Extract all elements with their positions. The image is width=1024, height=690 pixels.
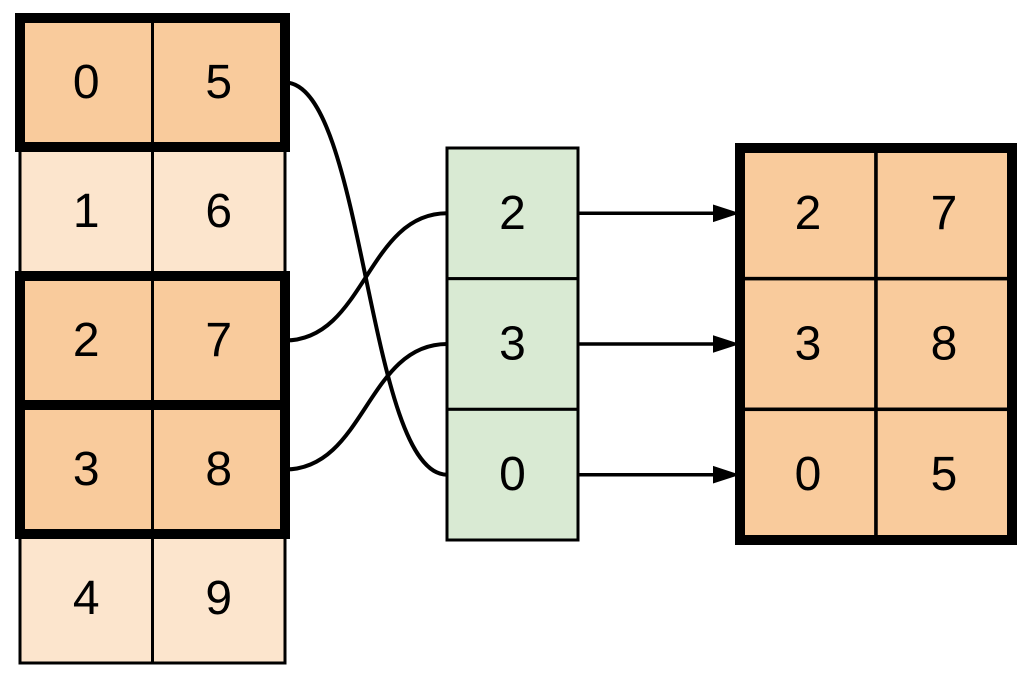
source-cell-1-0-value: 1 — [73, 185, 100, 238]
result-cell-0-1-value: 7 — [931, 187, 958, 240]
result-arrows — [578, 204, 740, 484]
index-column: 2 3 0 — [445, 146, 580, 542]
index-cell-2 — [445, 407, 580, 542]
result-cell-1-0-value: 3 — [795, 318, 822, 371]
result-cell-0-1 — [874, 146, 1014, 281]
source-cell-3-1-value: 8 — [205, 443, 232, 496]
source-cell-4-1 — [151, 532, 287, 665]
source-cell-4-1-value: 9 — [205, 572, 232, 625]
result-cell-2-0-value: 0 — [795, 448, 822, 501]
result-table: 2 7 3 8 0 5 — [735, 143, 1017, 545]
result-cell-1-1-value: 8 — [931, 318, 958, 371]
result-cell-1-1 — [874, 276, 1014, 412]
arrow-0-head — [713, 204, 740, 223]
index-cell-1-value: 3 — [499, 318, 526, 371]
result-cell-2-1 — [874, 407, 1014, 542]
source-cell-1-0 — [18, 145, 154, 278]
source-cell-2-0-value: 2 — [73, 314, 100, 367]
source-cell-4-0-value: 4 — [73, 572, 100, 625]
arrow-1-head — [713, 335, 740, 353]
source-cell-3-0-value: 3 — [73, 443, 100, 496]
result-table-border — [735, 143, 1017, 545]
source-cell-0-1-value: 5 — [205, 56, 232, 109]
result-cell-0-0-value: 2 — [795, 187, 822, 240]
source-cell-1-1-value: 6 — [205, 185, 232, 238]
connection-curves — [284, 80, 448, 477]
source-row-0: 0 5 — [15, 13, 290, 152]
arrow-2-head — [713, 465, 740, 484]
arrow-index-0-to-result-0 — [578, 204, 740, 223]
source-cell-1-1 — [151, 145, 287, 278]
result-cell-1-0 — [738, 276, 878, 412]
arrow-index-1-to-result-1 — [578, 335, 740, 353]
index-cell-2-value: 0 — [499, 448, 526, 501]
source-row-2: 2 7 — [15, 271, 290, 410]
index-cell-0 — [445, 146, 580, 281]
source-cell-2-1-value: 7 — [205, 314, 232, 367]
source-table: 1 6 4 9 0 5 2 7 — [15, 13, 290, 665]
source-cell-0-1 — [151, 16, 287, 149]
source-cell-0-0-value: 0 — [73, 56, 100, 109]
result-cell-2-1-value: 5 — [931, 448, 958, 501]
curve-source-row-3-to-index-1 — [284, 342, 448, 472]
arrow-index-2-to-result-2 — [578, 465, 740, 484]
source-cell-2-1 — [151, 274, 287, 407]
source-row-3: 3 8 — [15, 400, 290, 539]
source-row-4: 4 9 — [18, 532, 287, 665]
curve-source-row-2-to-index-0 — [284, 211, 448, 343]
source-row-1: 1 6 — [18, 145, 287, 278]
index-cell-0-value: 2 — [499, 187, 526, 240]
